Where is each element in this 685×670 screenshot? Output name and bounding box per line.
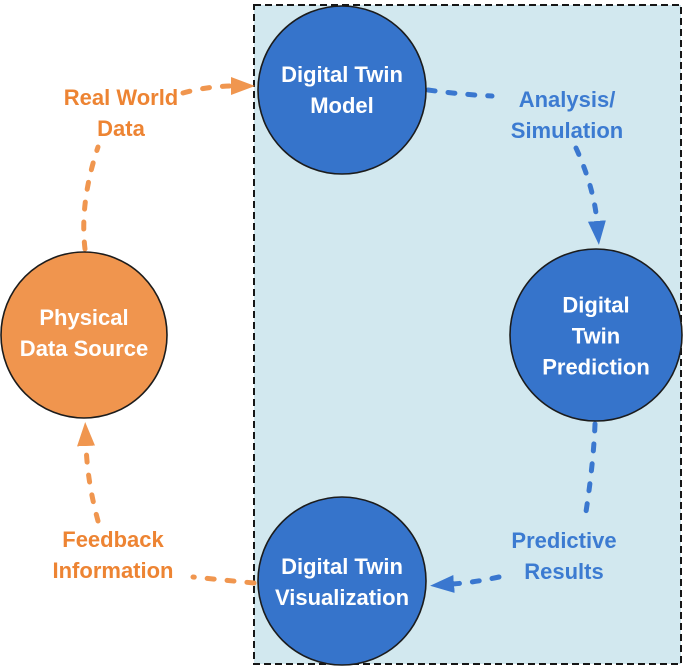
edge-predictive-results-arrow [430, 574, 502, 593]
node-physical-data-source [0, 251, 168, 419]
edge-predictive-results [430, 421, 598, 593]
node-digital-twin-visualization [257, 496, 427, 666]
edge-feedback-information-dash-left [190, 574, 257, 586]
edge-real-world-data [81, 77, 255, 252]
edge-analysis-simulation-dash-right [425, 87, 495, 99]
node-digital-twin-model [257, 5, 427, 175]
edge-feedback-information [77, 422, 257, 586]
edge-real-world-data-dash-up [81, 144, 101, 252]
node-digital-twin-prediction [509, 248, 683, 422]
edge-analysis-simulation-arrow [573, 145, 606, 245]
edge-predictive-results-dash-down [582, 421, 598, 521]
edge-analysis-simulation [425, 87, 606, 245]
edge-feedback-information-arrow [77, 422, 101, 524]
edge-real-world-data-arrow [180, 77, 255, 96]
